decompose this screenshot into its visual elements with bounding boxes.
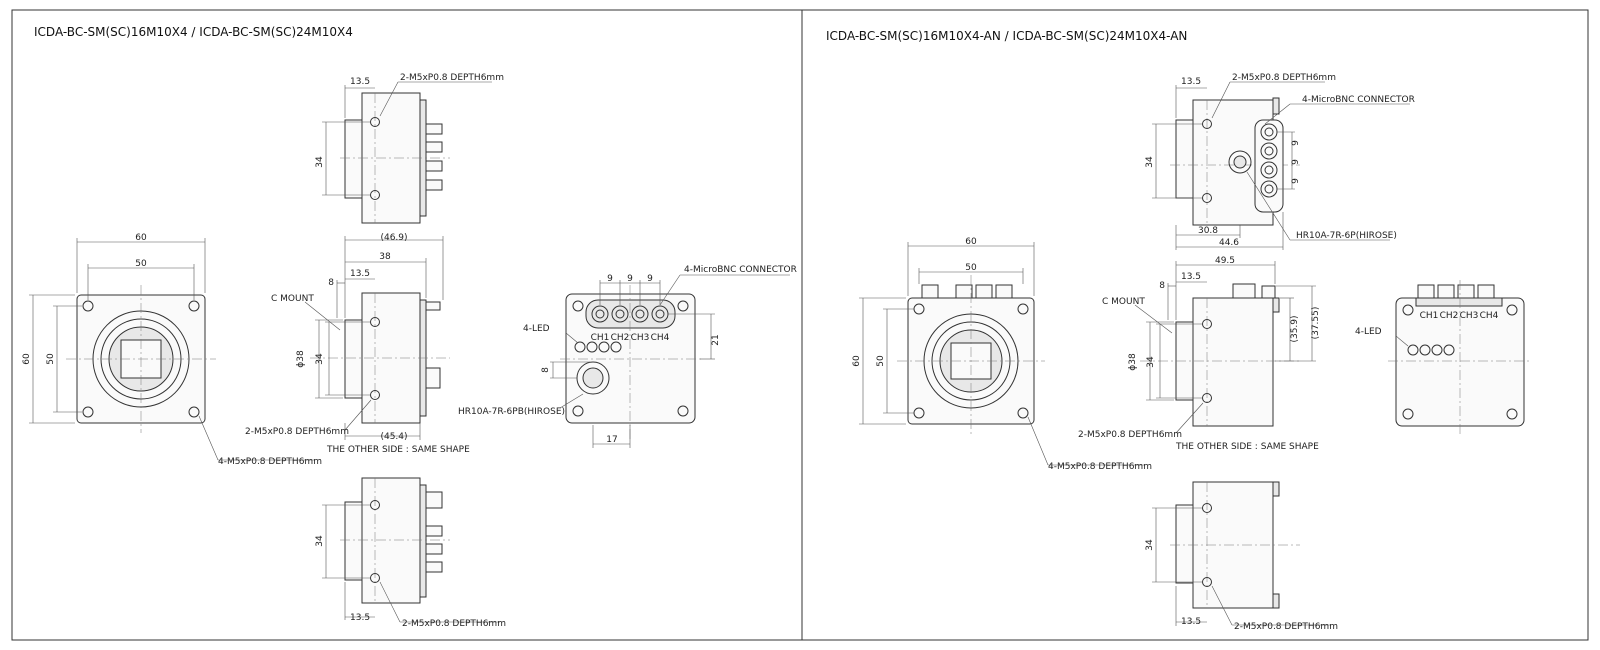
panel-right-title: ICDA-BC-SM(SC)16M10X4-AN / ICDA-BC-SM(SC… [826,29,1187,43]
dim-13-5-top: 13.5 [350,77,370,87]
right-front-view [859,242,1145,466]
dim-60-front-v: 60 [22,353,32,365]
dim-21: 21 [711,334,721,345]
label-hr10a-pb: HR10A-7R-6PB(HIROSE) [458,407,565,417]
label-other-side-right: THE OTHER SIDE : SAME SHAPE [1175,442,1319,452]
label-ch1-right: CH1 [1420,311,1439,321]
dim-34-mid: 34 [315,353,325,365]
dim-44-6: 44.6 [1219,238,1239,248]
dim-13-5-top-r: 13.5 [1181,77,1201,87]
dim-9-r-a: 9 [1291,140,1301,146]
dim-dia38-right: ϕ38 [1128,353,1138,371]
label-ch3-right: CH3 [1460,311,1479,321]
right-top-side-view [1152,81,1410,250]
label-ch4-right: CH4 [1480,311,1499,321]
left-bottom-side-view [322,477,500,623]
dim-13-5-bottom-r: 13.5 [1181,617,1201,627]
right-bottom-side-view [1152,481,1330,626]
label-ch4-left: CH4 [651,333,670,343]
dim-9-r-c: 9 [1291,178,1301,184]
label-m5-2-top-r: 2-M5xP0.8 DEPTH6mm [1232,73,1336,83]
dim-38: 38 [379,252,391,262]
dim-45-4: (45.4) [380,432,407,442]
dim-50-front: 50 [135,259,147,269]
dim-46-9: (46.9) [380,233,407,243]
label-ch2-left: CH2 [611,333,630,343]
left-rear-view [550,274,790,448]
dim-49-5: 49.5 [1215,256,1235,266]
dim-dia38-left: ϕ38 [296,350,306,368]
right-rear-view [1388,280,1532,435]
dim-60-front-r: 60 [965,237,977,247]
label-led-left: 4-LED [523,324,550,334]
dim-60-front-rv: 60 [852,355,862,367]
dim-60-front: 60 [135,233,147,243]
dim-9-r-b: 9 [1291,159,1301,165]
dim-50-front-v: 50 [46,353,56,365]
sheet-frame [11,9,1589,641]
label-ch2-right: CH2 [1440,311,1459,321]
left-middle-side-view [304,236,450,440]
dim-50-front-rv: 50 [876,355,886,367]
label-hr10a-p: HR10A-7R-6P(HIROSE) [1296,231,1397,241]
label-m5-4-right: 4-M5xP0.8 DEPTH6mm [1048,462,1152,472]
left-front-view [29,238,315,461]
label-ch1-left: CH1 [591,333,610,343]
dim-8-right: 8 [1159,281,1165,291]
dim-9-b: 9 [627,274,633,284]
label-m5-2-bottom-r: 2-M5xP0.8 DEPTH6mm [1234,622,1338,632]
dim-30-8: 30.8 [1198,226,1218,236]
dim-8-rear: 8 [541,367,551,373]
dim-35-9: (35.9) [1290,315,1300,342]
dim-34-mid-r: 34 [1146,356,1156,368]
dim-9-a: 9 [607,274,613,284]
dim-34-bottom-r: 34 [1145,539,1155,551]
label-c-mount-right: C MOUNT [1102,297,1145,307]
dim-9-c: 9 [647,274,653,284]
label-m5-4-left: 4-M5xP0.8 DEPTH6mm [218,457,322,467]
dim-13-5-mid-r: 13.5 [1181,272,1201,282]
label-c-mount-left: C MOUNT [271,294,314,304]
label-ch3-left: CH3 [631,333,650,343]
dim-34-bottom: 34 [315,535,325,547]
dim-34-top-r: 34 [1145,156,1155,168]
label-m5-2-mid: 2-M5xP0.8 DEPTH6mm [245,427,349,437]
label-bnc-left: 4-MicroBNC CONNECTOR [684,265,797,275]
label-led-right: 4-LED [1355,327,1382,337]
label-other-side-left: THE OTHER SIDE : SAME SHAPE [326,445,470,455]
dim-13-5-mid: 13.5 [350,269,370,279]
label-bnc-right: 4-MicroBNC CONNECTOR [1302,95,1415,105]
right-middle-side-view [1134,261,1316,434]
panel-left-title: ICDA-BC-SM(SC)16M10X4 / ICDA-BC-SM(SC)24… [34,25,353,39]
label-m5-2-mid-r: 2-M5xP0.8 DEPTH6mm [1078,430,1182,440]
dim-34-top: 34 [315,156,325,168]
dim-37-55: (37.55) [1311,307,1321,340]
dim-50-front-r: 50 [965,263,977,273]
left-top-side-view [322,81,492,224]
dim-8-left: 8 [328,278,334,288]
label-m5-2-top: 2-M5xP0.8 DEPTH6mm [400,73,504,83]
label-m5-2-bottom: 2-M5xP0.8 DEPTH6mm [402,619,506,629]
dim-17: 17 [606,435,617,445]
dim-13-5-bottom: 13.5 [350,613,370,623]
